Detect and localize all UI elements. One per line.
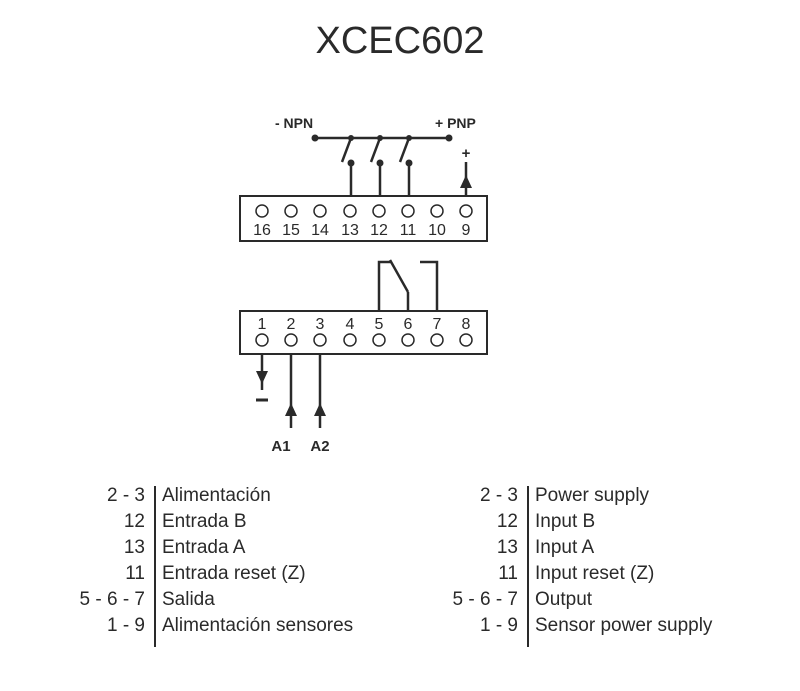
pnp-label: + PNP <box>435 115 476 131</box>
terminal-label: 14 <box>311 222 329 239</box>
legend-description: Input reset (Z) <box>535 563 655 584</box>
bottom-terminal-block <box>239 310 488 355</box>
plus-label: + <box>462 145 471 162</box>
terminal-8 <box>459 333 473 347</box>
terminal-label: 12 <box>370 222 388 239</box>
terminal-2 <box>284 333 298 347</box>
legend-description: Alimentación sensores <box>162 615 354 636</box>
relay-no-wire <box>420 260 439 311</box>
switch-12 <box>369 137 382 163</box>
legend-row: 1 - 9 Alimentación sensores <box>10 613 353 639</box>
terminal-13 <box>343 204 357 218</box>
legend-terminals: 2 - 3 <box>479 485 518 506</box>
legend-row: 5 - 6 - 7 Output <box>430 587 712 613</box>
legend-terminals: 5 - 6 - 7 <box>79 589 145 610</box>
legend-description: Input A <box>535 537 595 558</box>
terminal-label: 16 <box>253 222 271 239</box>
switch-11 <box>398 137 411 163</box>
legend-description: Entrada reset (Z) <box>162 563 306 584</box>
terminal-7 <box>430 333 444 347</box>
legend-row: 2 - 3 Power supply <box>430 483 712 509</box>
legend-description: Power supply <box>535 485 650 506</box>
legend-terminals: 13 <box>123 537 145 558</box>
diagram-title: XCEC602 <box>315 20 485 62</box>
terminal-12 <box>372 204 386 218</box>
legend-terminals: 5 - 6 - 7 <box>452 589 518 610</box>
arrow-up-a1-icon <box>285 403 297 416</box>
legend-description: Output <box>535 589 593 610</box>
legend-divider <box>154 486 156 647</box>
arrow-down-1-icon <box>256 371 268 384</box>
terminal-label: 5 <box>375 316 384 333</box>
switch-node <box>347 159 355 167</box>
npn-node <box>311 134 319 142</box>
terminal-label: 15 <box>282 222 300 239</box>
terminal-16 <box>255 204 269 218</box>
legend-terminals: 1 - 9 <box>479 615 518 636</box>
terminal-label: 11 <box>400 222 417 239</box>
terminal-label: 1 <box>258 316 267 333</box>
terminal-4 <box>343 333 357 347</box>
switch-node <box>405 159 413 167</box>
terminal-9 <box>459 204 473 218</box>
terminal-6 <box>401 333 415 347</box>
terminal-15 <box>284 204 298 218</box>
legend-row: 11 Entrada reset (Z) <box>10 561 353 587</box>
a1-label: A1 <box>271 438 290 455</box>
terminal-10 <box>430 204 444 218</box>
legend-row: 5 - 6 - 7 Salida <box>10 587 353 613</box>
legend-row: 12 Entrada B <box>10 509 353 535</box>
legend-row: 11 Input reset (Z) <box>430 561 712 587</box>
legend-terminals: 11 <box>125 563 145 584</box>
terminal-1 <box>255 333 269 347</box>
legend-row: 12 Input B <box>430 509 712 535</box>
relay-contact <box>388 259 410 293</box>
legend-terminals: 1 - 9 <box>106 615 145 636</box>
arrow-up-9-icon <box>460 175 472 188</box>
bus-node <box>406 135 412 141</box>
a2-label: A2 <box>310 438 329 455</box>
npn-label: - NPN <box>275 115 313 131</box>
terminal-5 <box>372 333 386 347</box>
terminal-label: 13 <box>341 222 359 239</box>
legend-divider <box>527 486 529 647</box>
switch-13 <box>340 137 353 163</box>
legend-description: Input B <box>535 511 596 532</box>
terminal-11 <box>401 204 415 218</box>
terminal-label: 10 <box>428 222 446 239</box>
terminal-label: 6 <box>404 316 413 333</box>
terminal-label: 7 <box>433 316 442 333</box>
terminal-label: 3 <box>316 316 325 333</box>
legend-row: 13 Entrada A <box>10 535 353 561</box>
legend-terminals: 13 <box>496 537 518 558</box>
legend-description: Entrada A <box>162 537 246 558</box>
pnp-node <box>445 134 453 142</box>
terminal-3 <box>313 333 327 347</box>
arrow-up-a2-icon <box>314 403 326 416</box>
relay-common-wire <box>377 260 392 311</box>
terminal-14 <box>313 204 327 218</box>
terminal-label: 4 <box>346 316 355 333</box>
terminal-label: 8 <box>462 316 471 333</box>
legend-row: 13 Input A <box>430 535 712 561</box>
legend-terminals: 2 - 3 <box>106 485 145 506</box>
top-terminal-block <box>239 195 488 242</box>
legend-terminals: 12 <box>123 511 145 532</box>
legend-description: Entrada B <box>162 511 247 532</box>
switch-node <box>376 159 384 167</box>
legend-row: 2 - 3 Alimentación <box>10 483 353 509</box>
legend-terminals: 11 <box>498 563 518 584</box>
bus-node <box>348 135 354 141</box>
legend-row: 1 - 9 Sensor power supply <box>430 613 712 639</box>
legend-description: Salida <box>162 589 215 610</box>
terminal-label: 2 <box>287 316 296 333</box>
legend-english: 2 - 3 Power supply 12 Input B 13 Input A 11 Inp… <box>430 483 712 647</box>
legend-terminals: 12 <box>496 511 518 532</box>
terminal-label: 9 <box>462 222 471 239</box>
legend-description: Alimentación <box>162 485 271 506</box>
legend-description: Sensor power supply <box>535 615 713 636</box>
bus-node <box>377 135 383 141</box>
